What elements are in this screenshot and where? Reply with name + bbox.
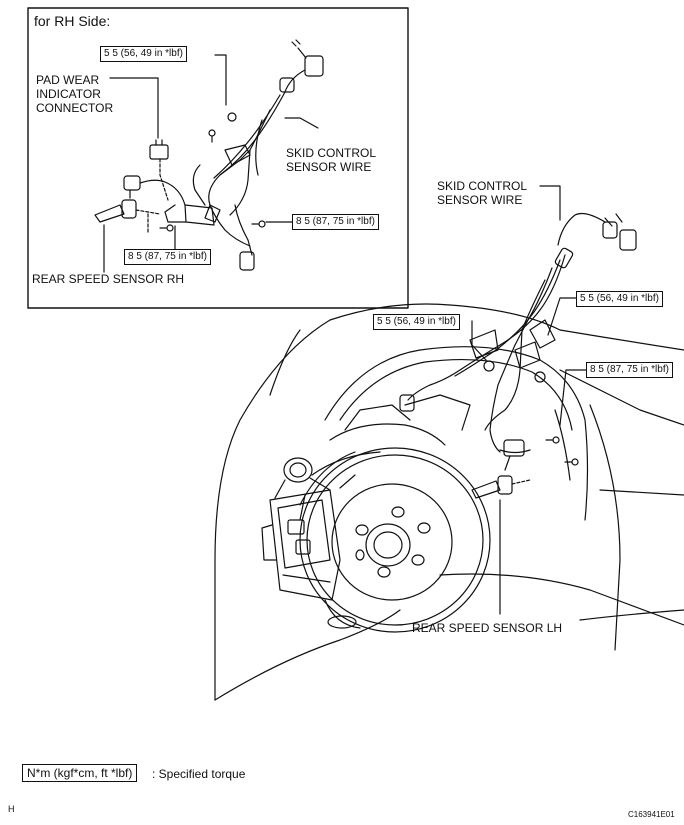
legend-text: : Specified torque — [152, 767, 246, 781]
inset-torque-bottom-box: 8 5 (87, 75 in *lbf) — [124, 249, 211, 265]
inset-sensor-wire — [123, 175, 186, 206]
inset-skid-wire-label: SKID CONTROL SENSOR WIRE — [286, 146, 377, 174]
inset-speed-sensor-icon — [94, 199, 161, 233]
inset-torque-top-box: 5 5 (56, 49 in *lbf) — [100, 46, 187, 62]
inset-bolt-icon — [208, 112, 237, 143]
inset-bolt-icon — [159, 220, 266, 232]
main-torque-upper-right-box: 5 5 (56, 49 in *lbf) — [576, 291, 663, 307]
main-torque-middle-box: 5 5 (56, 49 in *lbf) — [373, 314, 460, 330]
wheel-house-liner — [324, 346, 589, 521]
inset-sensor-label: REAR SPEED SENSOR RH — [32, 272, 185, 286]
main-speed-sensor-icon — [471, 475, 531, 499]
inset-torque-right-box: 8 5 (87, 75 in *lbf) — [292, 214, 379, 230]
fender-outline — [214, 303, 684, 701]
brake-disc — [299, 447, 491, 633]
main-torque-lower-right-box: 8 5 (87, 75 in *lbf) — [586, 362, 673, 378]
footer-right-code: C163941E01 — [628, 810, 675, 819]
main-skid-wire-label: SKID CONTROL SENSOR WIRE — [437, 179, 528, 207]
main-sensor-label: REAR SPEED SENSOR LH — [412, 621, 563, 635]
wheel-stud-icon — [355, 506, 431, 578]
legend-unit-box: N*m (kgf*cm, ft *lbf) — [22, 764, 138, 782]
main-bolt-icon — [483, 360, 579, 466]
main-wire-harness — [399, 247, 574, 471]
main-wire-connector-icon — [557, 212, 637, 251]
inset-wire-connector-icon — [279, 39, 324, 93]
footer-left-code: H — [8, 804, 15, 814]
inset-title: for RH Side: — [34, 13, 111, 29]
inset-pad-wear-connector-icon — [149, 139, 169, 201]
inset-pad-wear-label: PAD WEAR INDICATOR CONNECTOR — [36, 73, 114, 115]
inset-wire-harness — [164, 91, 286, 271]
inset-frame — [27, 7, 409, 309]
brake-caliper — [261, 457, 361, 629]
knuckle — [329, 394, 471, 489]
